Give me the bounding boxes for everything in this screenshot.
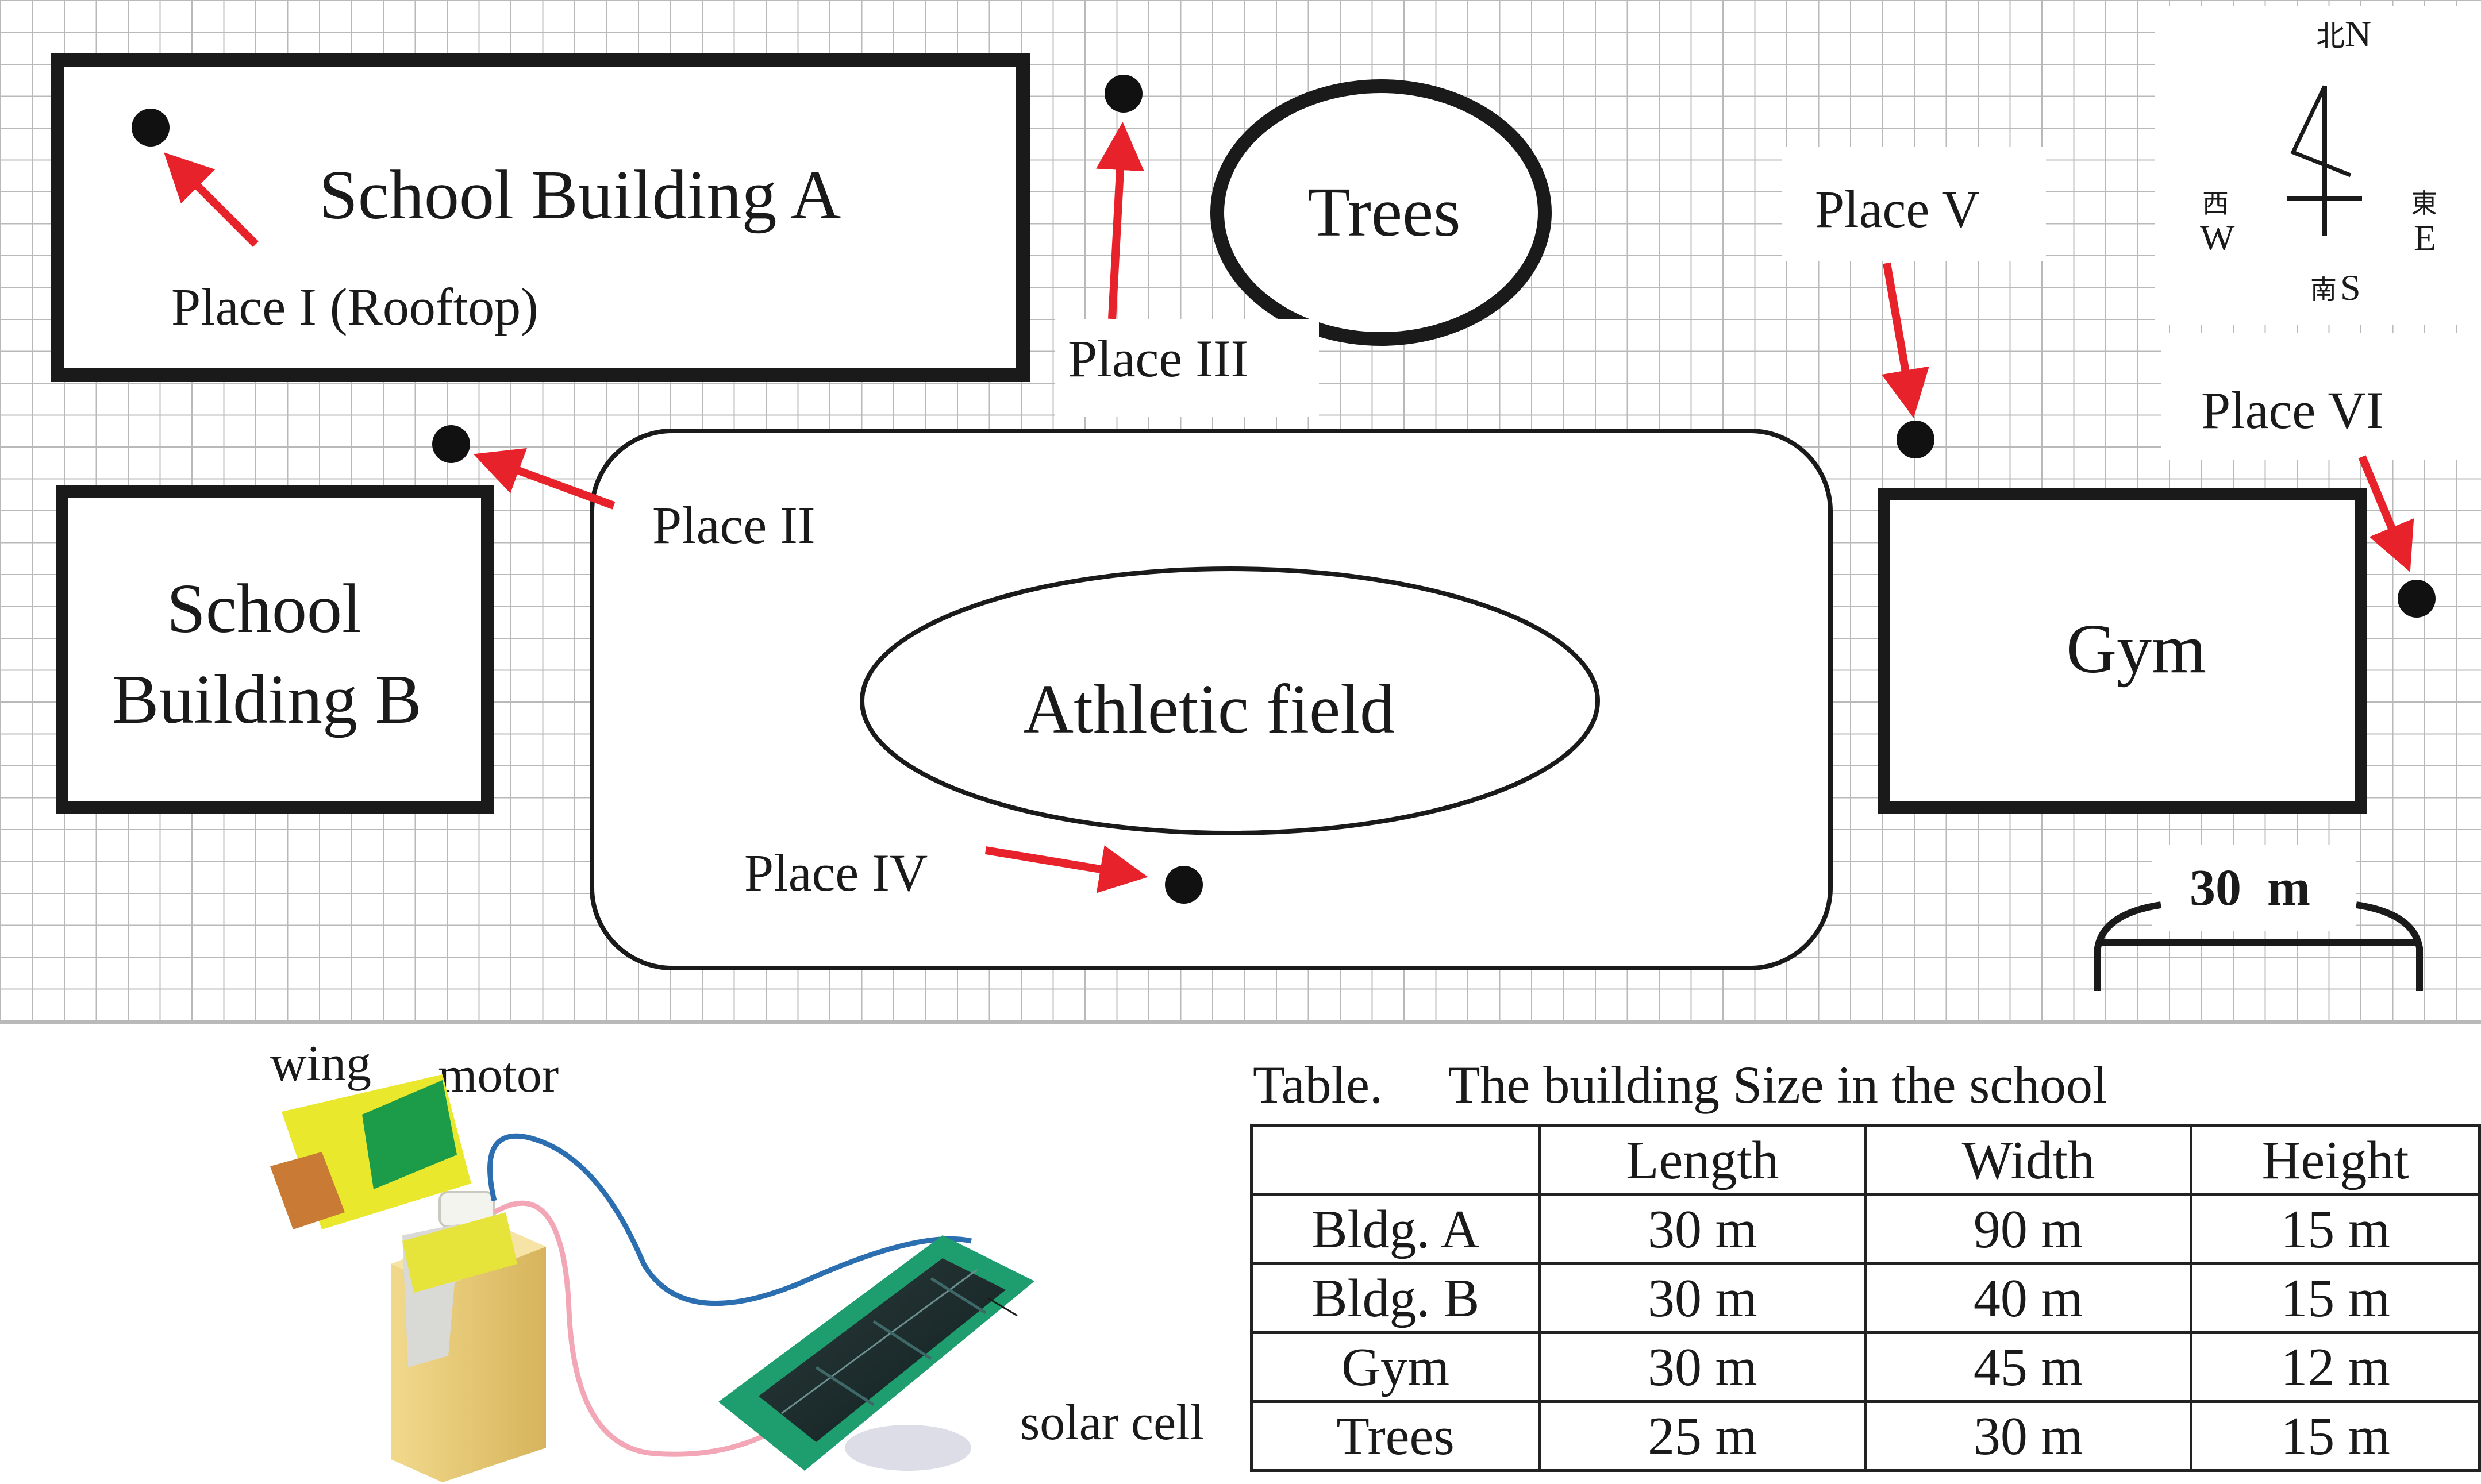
trees: Trees bbox=[1210, 79, 1552, 346]
place-4-label: Place IV bbox=[744, 843, 928, 902]
table-cell: 30 m bbox=[1538, 1193, 1867, 1265]
table-row: Trees 25 m 30 m 15 m bbox=[1249, 1400, 2481, 1472]
place-3-marker bbox=[1105, 75, 1143, 113]
table-cell: 90 m bbox=[1864, 1193, 2193, 1265]
place-5-marker bbox=[1897, 421, 1934, 458]
compass-north-cjk: 北 bbox=[2316, 20, 2345, 53]
place-1-marker bbox=[132, 109, 170, 147]
school-building-a: School Building A bbox=[51, 53, 1030, 382]
place-6: Place VI bbox=[2161, 333, 2481, 618]
table-cell: 30 m bbox=[1538, 1331, 1867, 1403]
compass-west: W bbox=[2200, 217, 2235, 258]
table-cell: 45 m bbox=[1864, 1331, 2193, 1403]
table-header-cell: Length bbox=[1538, 1124, 1867, 1196]
table-header-cell: Height bbox=[2190, 1124, 2481, 1196]
scale-label: 30 m bbox=[2190, 859, 2310, 916]
trees-label: Trees bbox=[1307, 174, 1461, 251]
table-header-cell bbox=[1249, 1124, 1541, 1196]
place-4: Place IV bbox=[744, 843, 1203, 904]
table-cell: Trees bbox=[1249, 1400, 1541, 1472]
table-cell: Gym bbox=[1249, 1331, 1541, 1403]
compass-east: E bbox=[2414, 217, 2436, 258]
athletic-ground: Athletic field bbox=[590, 429, 1833, 970]
place-3: Place III bbox=[1055, 75, 1319, 417]
place-6-label: Place VI bbox=[2201, 381, 2384, 440]
place-2-label: Place II bbox=[652, 496, 816, 554]
school-building-b-label-1: School bbox=[167, 570, 361, 647]
gym-label: Gym bbox=[2066, 610, 2206, 688]
place-4-marker bbox=[1165, 866, 1203, 904]
table-cell: 30 m bbox=[1538, 1262, 1867, 1334]
table-header-cell: Width bbox=[1864, 1124, 2193, 1196]
wire-blue bbox=[487, 1133, 972, 1306]
place-2-marker bbox=[432, 425, 470, 463]
motor-label: motor bbox=[438, 1047, 559, 1103]
compass: 北 N 西 W 東 E 南 S bbox=[2155, 6, 2481, 325]
athletic-field-label: Athletic field bbox=[1023, 670, 1395, 748]
wire-pink bbox=[493, 1200, 795, 1457]
table-header-row: Length Width Height bbox=[1249, 1124, 2481, 1196]
school-building-b: School Building B bbox=[56, 485, 494, 814]
wing-label: wing bbox=[270, 1036, 371, 1092]
table-cell: 15 m bbox=[2190, 1400, 2481, 1472]
compass-west-cjk: 西 bbox=[2202, 188, 2229, 219]
table-cell: 12 m bbox=[2190, 1331, 2481, 1403]
table-cell: 40 m bbox=[1864, 1262, 2193, 1334]
gym: Gym bbox=[1878, 488, 2367, 814]
table-cell: 25 m bbox=[1538, 1400, 1867, 1472]
table-row: Bldg. B 30 m 40 m 15 m bbox=[1249, 1262, 2481, 1334]
place-5-label: Place V bbox=[1815, 180, 1980, 238]
compass-south-cjk: 南 bbox=[2310, 274, 2337, 305]
apparatus-illustration: wing motor solar cell bbox=[270, 1036, 1204, 1482]
place-1: Place I (Rooftop) bbox=[132, 109, 538, 336]
table-row: Gym 30 m 45 m 12 m bbox=[1249, 1331, 2481, 1403]
place-1-label: Place I (Rooftop) bbox=[171, 277, 538, 336]
school-building-a-label: School Building A bbox=[319, 156, 841, 234]
solar-cell bbox=[718, 1235, 1034, 1471]
wing-blade-green bbox=[362, 1080, 457, 1189]
wing-blade-brown bbox=[270, 1152, 345, 1229]
compass-north: N bbox=[2345, 13, 2371, 54]
table-cell: Bldg. A bbox=[1249, 1193, 1541, 1265]
compass-east-cjk: 東 bbox=[2411, 188, 2437, 219]
table-caption: Table. The building Size in the school bbox=[1253, 1055, 2107, 1114]
solar-cell-label: solar cell bbox=[1020, 1395, 1204, 1451]
building-size-table: Length Width Height Bldg. A 30 m 90 m 15… bbox=[1249, 1124, 2481, 1472]
place-3-label: Place III bbox=[1068, 329, 1248, 388]
table-cell: 15 m bbox=[2190, 1193, 2481, 1265]
table-cell: Bldg. B bbox=[1249, 1262, 1541, 1334]
compass-south: S bbox=[2340, 267, 2361, 308]
place-5: Place V bbox=[1782, 147, 2046, 458]
school-building-b-label-2: Building B bbox=[112, 661, 422, 738]
scale-bar: 30 m bbox=[2094, 845, 2423, 991]
place-6-marker bbox=[2398, 580, 2436, 618]
place-2: Place II bbox=[432, 425, 819, 554]
table-row: Bldg. A 30 m 90 m 15 m bbox=[1249, 1193, 2481, 1265]
table-cell: 30 m bbox=[1864, 1400, 2193, 1472]
table-cell: 15 m bbox=[2190, 1262, 2481, 1334]
